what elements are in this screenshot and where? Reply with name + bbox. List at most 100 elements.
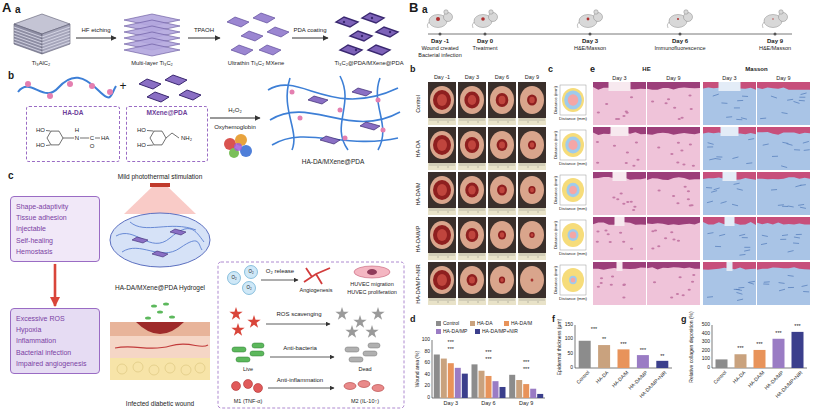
node-text: Hemostasis	[16, 246, 53, 257]
wound-photo-grid	[490, 163, 491, 166]
wound-photo-grid	[438, 253, 439, 258]
mxene-pda-flakes	[179, 90, 201, 100]
mxene-pda-flakes	[165, 75, 187, 85]
bar-charts	[716, 359, 728, 368]
wound-trace-plots	[565, 137, 580, 154]
histology-grid	[761, 243, 767, 244]
histology-grid	[764, 281, 770, 282]
wound-photo-grid	[460, 86, 484, 114]
wound-photo-grid	[540, 208, 541, 211]
wound-photo-grid	[474, 208, 475, 211]
wound-photo-grid	[448, 253, 449, 258]
wound-photo-grid	[520, 131, 544, 159]
wound-photo-grid	[476, 208, 477, 211]
wound-photo-grid	[518, 253, 546, 260]
crosslinked-network	[376, 98, 381, 103]
crosslinked-network	[360, 122, 380, 130]
infected-wound-illustration	[195, 363, 205, 373]
wound-photo-grid	[482, 163, 483, 166]
wound-photo-grid	[440, 163, 441, 166]
wound-photo-grid	[470, 298, 471, 301]
wound-photo-grid	[452, 208, 453, 211]
histology-grid	[613, 172, 627, 181]
axis-tick: 150	[565, 322, 573, 328]
wound-photo-grid	[532, 163, 533, 166]
bar-charts	[754, 350, 766, 368]
histology-grid	[680, 117, 683, 119]
wound-photo-grid	[536, 208, 537, 211]
hydrogel-illustration	[116, 229, 204, 244]
ros-stars	[365, 325, 378, 338]
huvec-cell	[354, 266, 390, 278]
wound-photo-grid	[460, 253, 461, 256]
legend-item: HA-DA	[470, 321, 493, 327]
legend-swatch	[436, 329, 441, 334]
wound-photo-grid	[488, 82, 516, 125]
multilayer-mxene	[124, 14, 180, 56]
histology-grid	[703, 127, 756, 170]
histology-grid	[676, 293, 679, 295]
axis-tick: HA-DA/M	[747, 370, 766, 389]
axis-title: Distance (mm)	[559, 252, 587, 257]
wound-photo-grid	[466, 253, 467, 256]
wound-photo-grid	[494, 298, 495, 301]
ros-stars	[229, 307, 384, 338]
wound-photo-grid	[528, 163, 529, 168]
wound-photo-grid	[524, 163, 525, 166]
histology-grid	[757, 262, 810, 305]
histology-grid	[760, 118, 766, 120]
ha-da-polymer	[25, 81, 113, 99]
bar-charts	[462, 374, 468, 398]
histology-grid	[779, 282, 785, 284]
wound-photo-grid	[520, 86, 544, 114]
wound-trace-plots	[562, 133, 584, 157]
wound-photo-grid	[436, 118, 437, 121]
axis-title: Epidermal thickness (μm)	[557, 319, 563, 376]
wound-photo-grid	[502, 253, 503, 256]
legend-swatch	[475, 329, 480, 334]
wound-photo-grid	[542, 118, 543, 121]
histology-grid	[688, 94, 691, 96]
ros-stars	[335, 307, 348, 320]
wound-photo-grid	[542, 298, 543, 301]
wound-photo-grid	[518, 127, 546, 170]
histology-grid	[635, 142, 638, 144]
wound-trace-plots	[562, 88, 584, 112]
wound-photo-grid	[496, 208, 497, 211]
wound-photo-grid	[472, 118, 473, 121]
wound-photo-grid	[536, 163, 537, 166]
axis-title: Distance (mm)	[553, 176, 558, 204]
wound-photo-grid	[518, 118, 546, 125]
axis-tick: HA-DA	[731, 370, 746, 385]
oxygen-bubbles	[228, 272, 241, 285]
m2-macrophages	[358, 381, 370, 388]
wound-photo-grid	[540, 163, 541, 166]
histology-grid	[711, 191, 717, 193]
wound-photo-grid	[492, 163, 493, 166]
wound-photo-grid	[514, 253, 515, 256]
illustration-box: Ti₃AlC₂	[8, 10, 74, 68]
m2-macrophages	[344, 381, 384, 392]
wound-photo-grid	[433, 90, 451, 110]
connector-arrow	[292, 38, 328, 39]
histology-grid	[707, 146, 713, 147]
wound-photo-grid	[526, 253, 527, 256]
wound-photo-grid	[450, 253, 451, 256]
node-text: Injectable	[16, 223, 46, 234]
wound-photo-grid	[454, 253, 455, 256]
histology-grid	[651, 100, 654, 102]
illustration-box: HA-DA/MXene@PDA Hydrogel	[104, 182, 216, 292]
wound-photo-grid	[504, 118, 505, 121]
histology-grid	[721, 201, 727, 203]
infected-wound-illustration	[149, 365, 159, 375]
crosslinked-network	[308, 88, 380, 144]
wound-photo-grid	[506, 163, 507, 166]
pda-coated-flakes	[340, 45, 362, 55]
blood-vessel	[304, 268, 330, 284]
wound-photo-grid	[469, 231, 476, 239]
crosslinked-network	[338, 108, 343, 113]
wound-photo-grid	[478, 163, 479, 168]
wound-photo-grid	[468, 253, 469, 258]
significance: ***	[794, 323, 800, 329]
mouse-icons	[427, 22, 429, 28]
